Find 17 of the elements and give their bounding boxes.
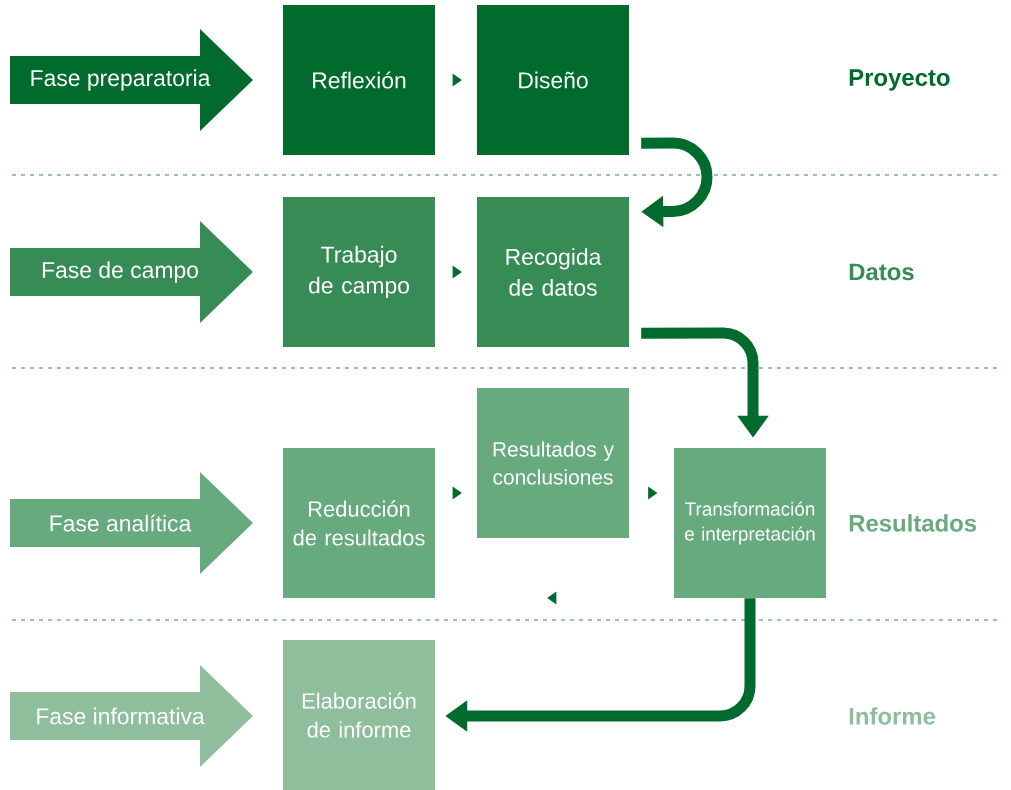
arrowhead bbox=[452, 265, 462, 279]
process-box: Transformación e interpretación bbox=[674, 448, 826, 598]
process-box: Recogida de datos bbox=[477, 197, 629, 347]
process-box: Resultados y conclusiones bbox=[477, 388, 629, 538]
row-label: Proyecto bbox=[849, 69, 950, 91]
row-label: Informe bbox=[849, 707, 936, 725]
arrowhead bbox=[452, 486, 462, 500]
arrow bbox=[641, 137, 713, 228]
process-box: Reducción de resultados bbox=[283, 448, 435, 598]
process-box: Elaboración de informe bbox=[283, 640, 435, 790]
arrowhead bbox=[452, 73, 462, 87]
process-box: Reflexión bbox=[283, 5, 435, 155]
process-box: Trabajo de campo bbox=[283, 197, 435, 347]
process-box: Diseño bbox=[477, 5, 629, 155]
row-label: Resultados bbox=[849, 514, 977, 532]
arrowhead bbox=[648, 486, 658, 500]
row-label: Datos bbox=[849, 263, 914, 281]
